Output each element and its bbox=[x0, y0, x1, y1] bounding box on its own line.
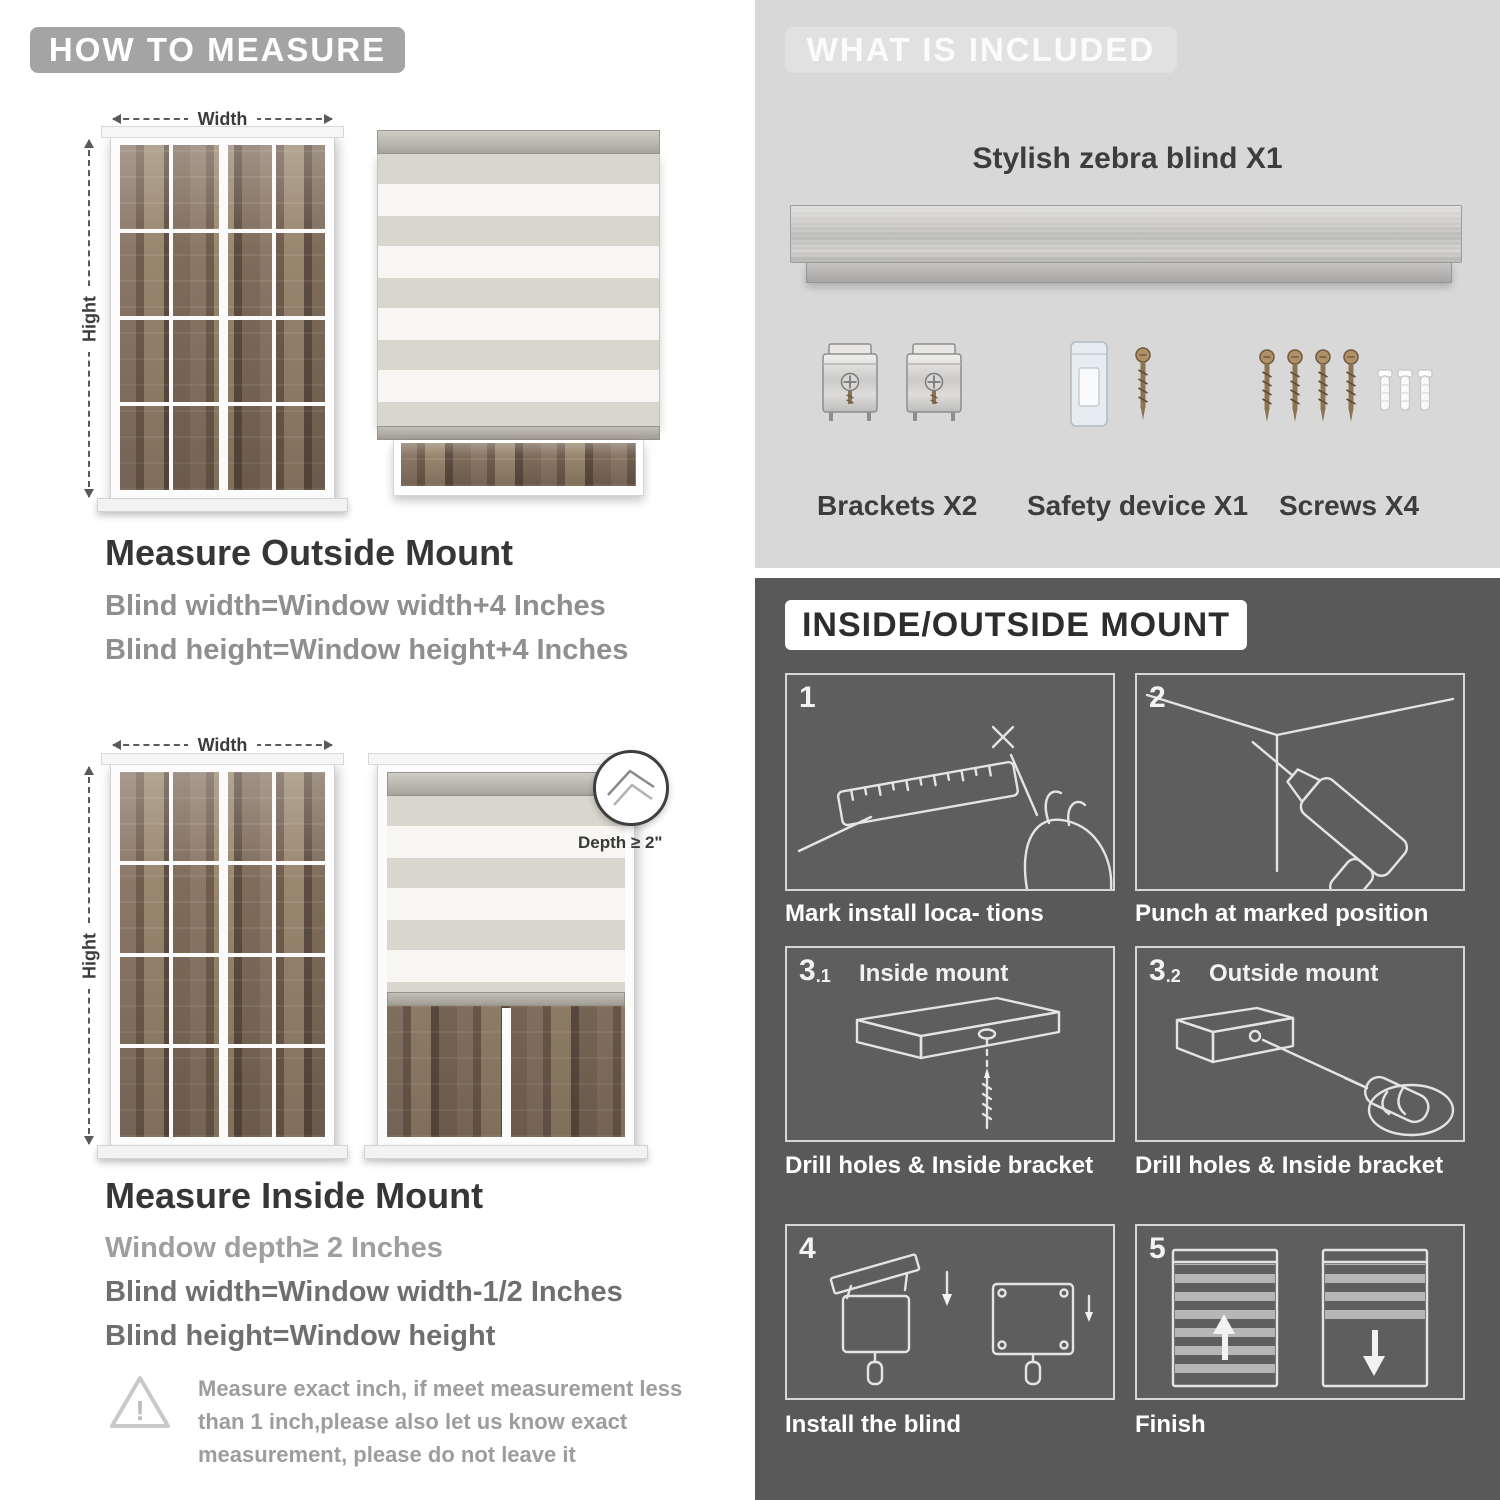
window-illustration bbox=[97, 753, 348, 1159]
depth-label: Depth ≥ 2" bbox=[578, 833, 663, 852]
step-caption-5: Finish bbox=[1135, 1411, 1206, 1438]
zebra-blind-inside-illustration bbox=[364, 753, 648, 1159]
window-illustration bbox=[97, 126, 348, 512]
drill-illustration bbox=[1145, 693, 1455, 889]
mark-locations-illustration bbox=[797, 725, 1113, 889]
how-to-measure-section: HOW TO MEASURE Width Hight Measure Outsi… bbox=[30, 27, 688, 1471]
svg-text:!: ! bbox=[135, 1395, 144, 1426]
blind-bottom-rail bbox=[377, 426, 660, 440]
inside-rule-2: Blind width=Window width-1/2 Inches bbox=[105, 1276, 623, 1308]
outside-bracket-illustration bbox=[1175, 1006, 1455, 1137]
inside-mount-heading: Measure Inside Mount bbox=[105, 1175, 484, 1216]
safety-device-label: Safety device X1 bbox=[1027, 490, 1249, 521]
step-number: 5 bbox=[1149, 1232, 1166, 1265]
step-sublabel: Inside mount bbox=[859, 960, 1009, 987]
height-arrow: Hight bbox=[79, 766, 101, 1145]
step-number: 3.2 bbox=[1149, 954, 1181, 987]
step-box-3-2: 3.2 Outside mount bbox=[1135, 946, 1465, 1142]
finish-illustration bbox=[1171, 1248, 1429, 1388]
safety-device-icon bbox=[1070, 341, 1175, 427]
step-box-3-1: 3.1 Inside mount bbox=[785, 946, 1115, 1142]
screws-icon bbox=[1255, 342, 1433, 436]
window-glass bbox=[387, 772, 625, 1137]
warning-triangle-icon: ! bbox=[110, 1376, 170, 1428]
step-number: 4 bbox=[799, 1232, 816, 1265]
step-caption-3-2: Drill holes & Inside bracket bbox=[1135, 1152, 1444, 1179]
step-number: 2 bbox=[1149, 681, 1166, 714]
height-label: Hight bbox=[79, 285, 101, 352]
step-box-2: 2 bbox=[1135, 673, 1465, 891]
blind-title: Stylish zebra blind X1 bbox=[972, 142, 1283, 175]
step-number: 3.1 bbox=[799, 954, 831, 987]
step-box-1: 1 bbox=[785, 673, 1115, 891]
inside-outside-mount-section: INSIDE/OUTSIDE MOUNT 1 2 bbox=[755, 578, 1500, 1500]
brackets-icon bbox=[821, 342, 963, 423]
step-sublabel: Outside mount bbox=[1209, 960, 1379, 987]
window-glass bbox=[120, 772, 325, 1137]
inside-rule-3: Blind height=Window height bbox=[105, 1320, 496, 1352]
step-box-5: 5 bbox=[1135, 1224, 1465, 1400]
blind-cassette bbox=[387, 772, 625, 796]
screws-label: Screws X4 bbox=[1279, 490, 1420, 521]
install-blind-illustration bbox=[829, 1253, 1093, 1386]
height-arrow: Hight bbox=[79, 139, 101, 498]
step-caption-1: Mark install loca- tions bbox=[785, 900, 1044, 927]
width-arrow: Width bbox=[112, 733, 333, 758]
window-under-blind bbox=[393, 440, 644, 496]
inside-rule-1: Window depth≥ 2 Inches bbox=[105, 1232, 443, 1264]
mount-section-header: INSIDE/OUTSIDE MOUNT bbox=[785, 600, 1247, 650]
step-caption-3-1: Drill holes & Inside bracket bbox=[785, 1152, 1094, 1179]
window-corner-zoom-icon bbox=[607, 769, 655, 806]
brackets-label: Brackets X2 bbox=[817, 490, 978, 521]
zebra-blind-outside-illustration bbox=[377, 130, 660, 502]
width-arrow: Width bbox=[112, 107, 333, 132]
inside-bracket-illustration bbox=[855, 996, 1061, 1130]
height-label: Hight bbox=[79, 922, 101, 989]
how-to-measure-header: HOW TO MEASURE bbox=[30, 27, 405, 73]
what-is-included-section: WHAT IS INCLUDED Stylish zebra blind X1 … bbox=[755, 0, 1500, 568]
what-is-included-header: WHAT IS INCLUDED bbox=[785, 27, 1177, 73]
blind-cassette bbox=[377, 130, 660, 154]
measurement-warning: ! Measure exact inch, if meet measuremen… bbox=[108, 1372, 688, 1471]
outside-rule-1: Blind width=Window width+4 Inches bbox=[105, 590, 606, 622]
step-caption-2: Punch at marked position bbox=[1135, 900, 1429, 927]
step-caption-4: Install the blind bbox=[785, 1411, 962, 1438]
outside-rule-2: Blind height=Window height+4 Inches bbox=[105, 634, 629, 666]
depth-callout-circle bbox=[593, 750, 669, 826]
window-glass bbox=[120, 145, 325, 490]
outside-mount-heading: Measure Outside Mount bbox=[105, 532, 514, 573]
zebra-blind-headrail-illustration bbox=[790, 205, 1462, 283]
blind-stripes bbox=[387, 796, 625, 992]
warning-text: Measure exact inch, if meet measurement … bbox=[198, 1376, 683, 1467]
step-number: 1 bbox=[799, 681, 816, 714]
step-box-4: 4 bbox=[785, 1224, 1115, 1400]
blind-stripes bbox=[377, 154, 660, 426]
blind-bottom-rail bbox=[387, 992, 625, 1006]
